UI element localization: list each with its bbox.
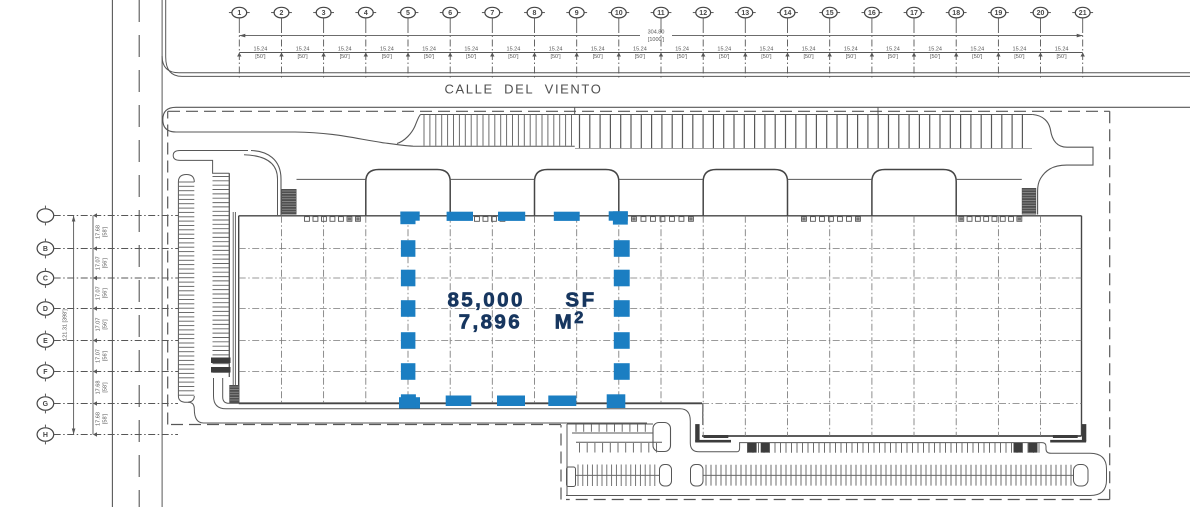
svg-text:[56']: [56'] — [103, 288, 109, 299]
svg-text:D: D — [43, 306, 48, 313]
svg-text:17: 17 — [910, 10, 918, 17]
svg-text:G: G — [43, 401, 49, 408]
svg-text:15.24: 15.24 — [338, 47, 352, 53]
svg-text:15.24: 15.24 — [380, 47, 394, 53]
svg-text:[50']: [50'] — [677, 54, 688, 60]
svg-text:15.24: 15.24 — [296, 47, 310, 53]
svg-text:[58']: [58'] — [103, 226, 109, 237]
svg-text:7: 7 — [490, 10, 494, 17]
svg-text:17.68: 17.68 — [96, 381, 102, 395]
svg-text:[50']: [50'] — [424, 54, 435, 60]
svg-text:[50']: [50'] — [508, 54, 519, 60]
svg-text:15.24: 15.24 — [549, 47, 563, 53]
svg-text:3: 3 — [322, 10, 326, 17]
svg-text:[50']: [50'] — [255, 54, 266, 60]
svg-text:85,000 SF: 85,000 SF — [447, 288, 596, 311]
svg-text:[50']: [50'] — [593, 54, 604, 60]
svg-text:15.24: 15.24 — [254, 47, 268, 53]
svg-text:[58']: [58'] — [103, 413, 109, 424]
svg-text:15.24: 15.24 — [844, 47, 858, 53]
svg-text:[50']: [50'] — [761, 54, 772, 60]
svg-text:15.24: 15.24 — [760, 47, 774, 53]
svg-text:14: 14 — [784, 10, 792, 17]
svg-text:F: F — [43, 369, 48, 376]
svg-text:17.07: 17.07 — [96, 318, 102, 332]
svg-text:15.24: 15.24 — [422, 47, 436, 53]
svg-text:5: 5 — [406, 10, 410, 17]
svg-text:[50']: [50'] — [846, 54, 857, 60]
svg-text:15.24: 15.24 — [507, 47, 521, 53]
svg-text:7,896 M2: 7,896 M2 — [459, 309, 584, 334]
svg-text:[50']: [50'] — [719, 54, 730, 60]
svg-text:17.07: 17.07 — [96, 349, 102, 363]
svg-text:17.07: 17.07 — [96, 256, 102, 270]
svg-text:H: H — [43, 432, 48, 439]
svg-text:[56']: [56'] — [103, 258, 109, 269]
svg-text:[50']: [50'] — [930, 54, 941, 60]
svg-text:[50']: [50'] — [1056, 54, 1067, 60]
svg-text:121.31 [398']: 121.31 [398'] — [63, 309, 69, 341]
svg-text:21: 21 — [1079, 10, 1087, 17]
svg-text:15.24: 15.24 — [464, 47, 478, 53]
svg-text:15.24: 15.24 — [886, 47, 900, 53]
svg-text:[50']: [50'] — [1014, 54, 1025, 60]
svg-text:11: 11 — [657, 10, 665, 17]
svg-text:17.68: 17.68 — [96, 412, 102, 426]
svg-text:6: 6 — [448, 10, 452, 17]
svg-text:[50']: [50'] — [340, 54, 351, 60]
svg-text:15: 15 — [826, 10, 834, 17]
svg-text:[50']: [50'] — [297, 54, 308, 60]
svg-text:15.24: 15.24 — [1055, 47, 1069, 53]
svg-text:304.80: 304.80 — [648, 30, 665, 36]
svg-text:[50']: [50'] — [888, 54, 899, 60]
svg-text:2: 2 — [280, 10, 284, 17]
svg-text:4: 4 — [364, 10, 368, 17]
svg-text:C: C — [43, 276, 48, 283]
svg-text:15.24: 15.24 — [802, 47, 816, 53]
svg-text:15.24: 15.24 — [675, 47, 689, 53]
svg-text:CALLE DEL VIENTO: CALLE DEL VIENTO — [445, 82, 603, 97]
svg-text:[50']: [50'] — [466, 54, 477, 60]
svg-text:[50']: [50'] — [382, 54, 393, 60]
svg-text:E: E — [43, 338, 48, 345]
svg-text:20: 20 — [1037, 10, 1045, 17]
svg-text:[50']: [50'] — [803, 54, 814, 60]
svg-text:10: 10 — [615, 10, 623, 17]
svg-text:16: 16 — [868, 10, 876, 17]
svg-text:17.68: 17.68 — [96, 225, 102, 239]
svg-text:15.24: 15.24 — [591, 47, 605, 53]
svg-text:15.24: 15.24 — [970, 47, 984, 53]
svg-text:18: 18 — [952, 10, 960, 17]
svg-text:15.24: 15.24 — [633, 47, 647, 53]
svg-text:15.24: 15.24 — [717, 47, 731, 53]
svg-text:[50']: [50'] — [635, 54, 646, 60]
svg-text:12: 12 — [699, 10, 707, 17]
svg-text:[58']: [58'] — [103, 382, 109, 393]
svg-text:[56']: [56'] — [103, 350, 109, 361]
svg-text:9: 9 — [575, 10, 579, 17]
svg-text:15.24: 15.24 — [1013, 47, 1027, 53]
svg-text:13: 13 — [741, 10, 749, 17]
svg-text:1: 1 — [237, 10, 241, 17]
svg-text:15.24: 15.24 — [928, 47, 942, 53]
svg-text:17.07: 17.07 — [96, 286, 102, 300]
svg-text:19: 19 — [995, 10, 1003, 17]
svg-text:[50']: [50'] — [550, 54, 561, 60]
svg-text:[50']: [50'] — [972, 54, 983, 60]
svg-text:[1000']: [1000'] — [648, 37, 665, 43]
svg-text:[56']: [56'] — [103, 319, 109, 330]
svg-text:8: 8 — [533, 10, 537, 17]
svg-text:B: B — [43, 246, 48, 253]
